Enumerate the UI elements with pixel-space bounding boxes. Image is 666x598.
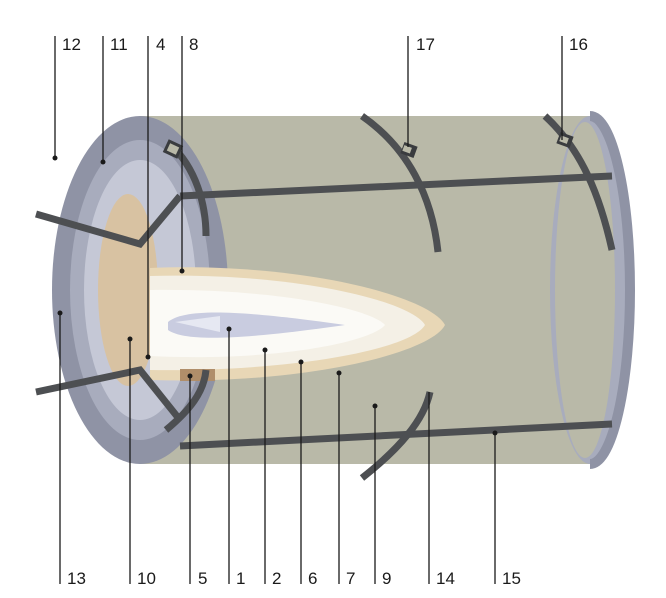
clamps [162, 131, 574, 159]
top-callouts: 12 11 4 8 17 16 [52, 35, 588, 360]
callout-6: 6 [308, 569, 317, 588]
callout-15: 15 [502, 569, 521, 588]
callout-9: 9 [382, 569, 391, 588]
callout-8: 8 [189, 35, 198, 54]
callout-1: 1 [236, 569, 245, 588]
steel-bands [35, 113, 616, 481]
callout-4: 4 [156, 35, 165, 54]
cutaway-slot [150, 267, 445, 381]
callout-5: 5 [198, 569, 207, 588]
callout-13: 13 [67, 569, 86, 588]
callout-11: 11 [110, 35, 128, 54]
bottom-callouts: 13 10 5 1 2 6 7 9 14 15 [57, 310, 521, 588]
callout-16: 16 [569, 35, 588, 54]
callout-17: 17 [416, 35, 435, 54]
callout-2: 2 [272, 569, 281, 588]
callout-7: 7 [346, 569, 355, 588]
callout-14: 14 [436, 569, 455, 588]
callout-10: 10 [137, 569, 156, 588]
callout-12: 12 [62, 35, 81, 54]
